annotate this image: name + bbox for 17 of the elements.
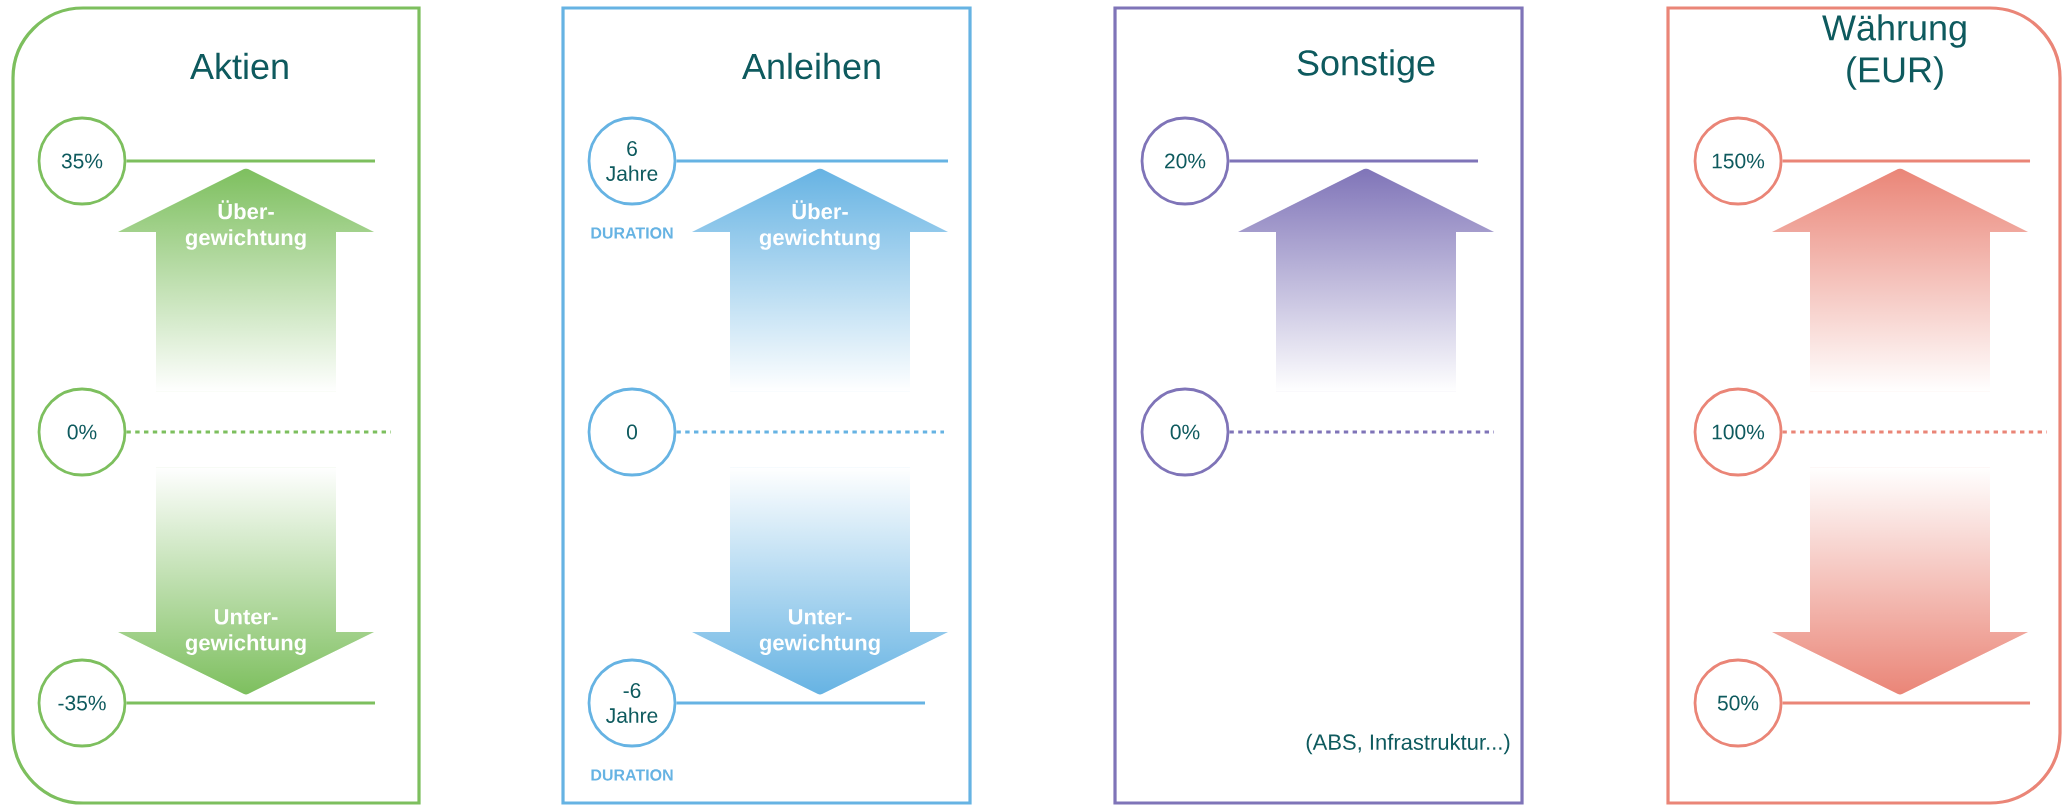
up-arrow [1772,168,2029,392]
level-line [1782,159,2030,163]
level-line [1229,159,1478,163]
dotted-line [676,430,944,434]
level-line [676,701,925,705]
duration-label: DURATION [591,227,673,239]
note-text: (ABS, Infrastruktur...) [1306,733,1510,755]
dotted-line [1782,430,2047,434]
dotted-line [1229,430,1494,434]
level-line [126,701,375,705]
dotted-line [126,430,391,434]
level-line [126,159,375,163]
down-arrow [1772,467,2029,695]
up-arrow [1238,168,1494,392]
level-line [1782,701,2030,705]
level-line [676,159,948,163]
duration-label: DURATION [591,769,673,781]
